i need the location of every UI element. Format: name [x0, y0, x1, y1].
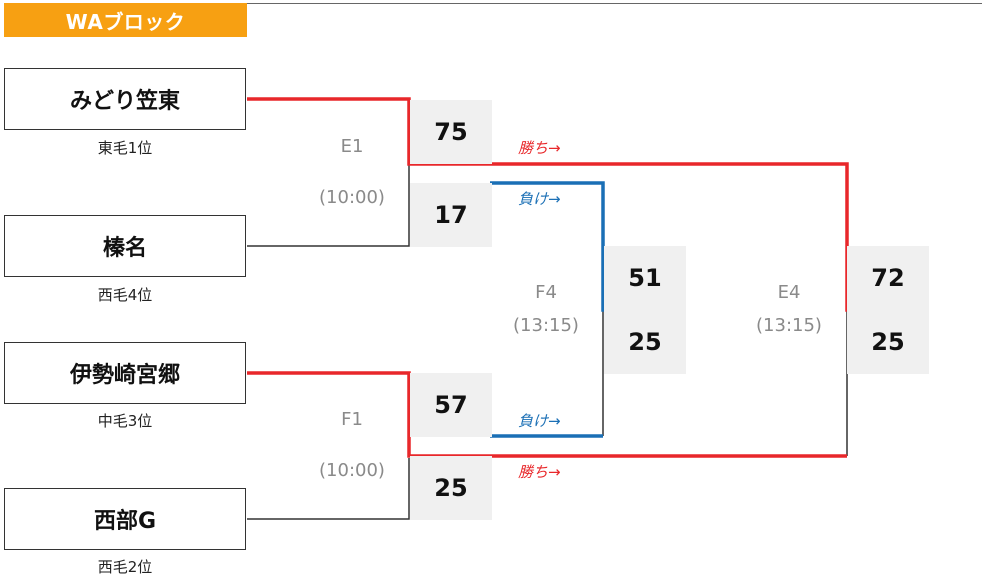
- team-box-3: 伊勢崎宮郷: [4, 342, 246, 404]
- e4-score-bottom: 25: [847, 310, 929, 374]
- team-sub-2: 西毛4位: [97, 286, 153, 304]
- f4-match-id: F4: [535, 282, 557, 303]
- e1-match-time: (10:00): [319, 187, 385, 208]
- e1-match-id: E1: [340, 136, 364, 157]
- e1-score-bottom: 17: [410, 183, 492, 247]
- note-lose-f1: 負け→: [518, 412, 561, 430]
- f4-score-top: 51: [604, 246, 686, 310]
- note-lose-e1: 負け→: [518, 190, 561, 208]
- team-box-2: 榛名: [4, 215, 246, 277]
- f4-match-time: (13:15): [513, 315, 579, 336]
- e4-match-time: (13:15): [756, 315, 822, 336]
- line-team2-e1: [247, 164, 410, 247]
- team-sub-4: 西毛2位: [97, 558, 153, 576]
- team-box-1: みどり笠東: [4, 68, 246, 130]
- f1-score-top: 57: [410, 373, 492, 437]
- f4-score-bottom: 25: [604, 310, 686, 374]
- e4-score-top: 72: [847, 246, 929, 310]
- f1-score-bottom: 25: [410, 456, 492, 520]
- line-team3-win: [247, 371, 847, 458]
- note-win-f1: 勝ち→: [518, 463, 561, 481]
- f1-match-time: (10:00): [319, 460, 385, 481]
- note-win-e1: 勝ち→: [518, 139, 561, 157]
- line-team4-f1: [247, 458, 410, 520]
- e4-match-id: E4: [777, 282, 801, 303]
- header-divider: [247, 3, 982, 4]
- block-title: WAブロック: [4, 3, 247, 37]
- team-box-4: 西部G: [4, 488, 246, 550]
- team-sub-1: 東毛1位: [97, 139, 153, 157]
- team-sub-3: 中毛3位: [97, 412, 153, 430]
- e1-score-top: 75: [410, 100, 492, 164]
- f1-match-id: F1: [341, 409, 363, 430]
